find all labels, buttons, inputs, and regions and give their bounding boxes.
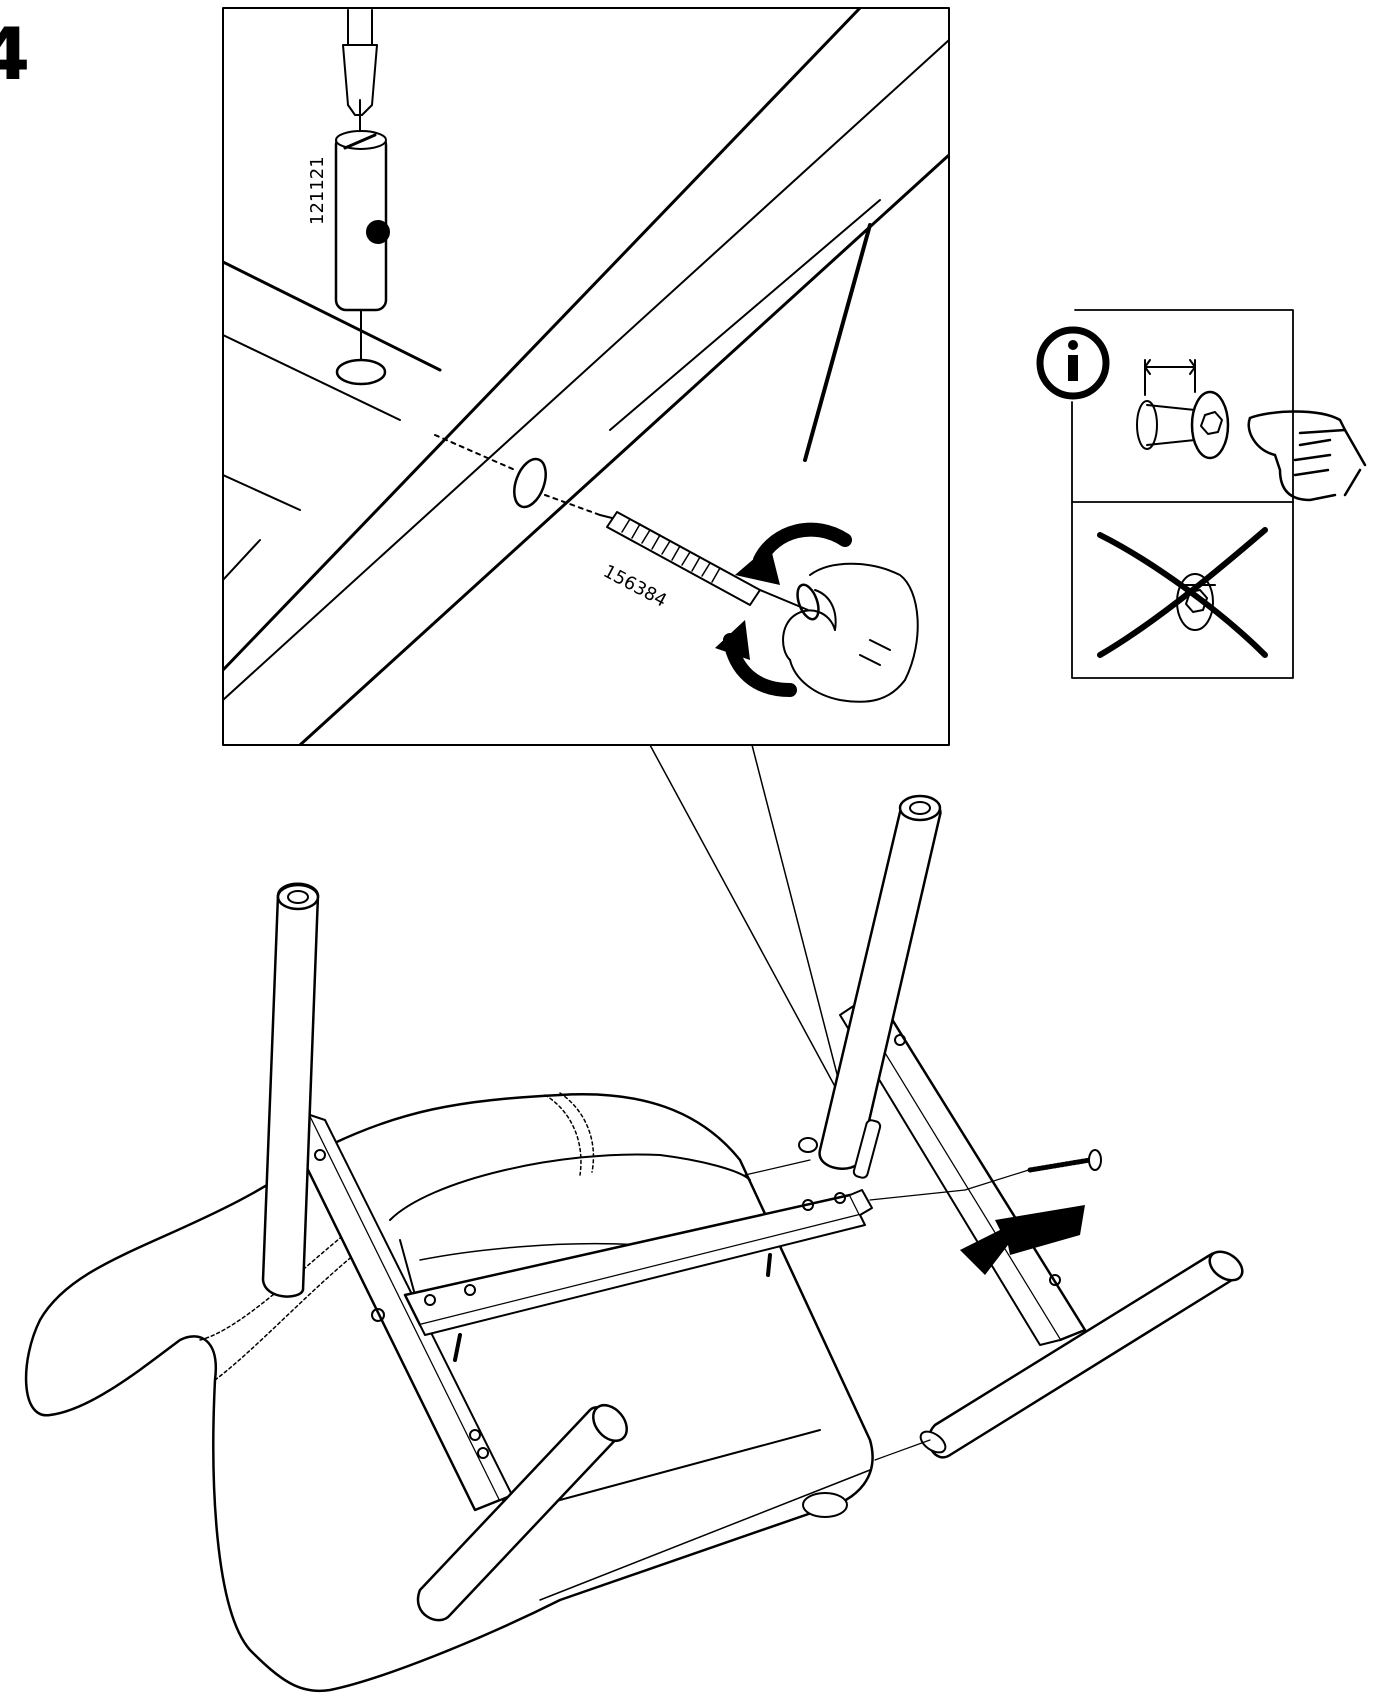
bolt-head-wrong-icon bbox=[1097, 527, 1268, 658]
bolt-part bbox=[599, 511, 820, 621]
hole-marker bbox=[513, 457, 547, 509]
frame-rail-right bbox=[853, 998, 1087, 1342]
info-icon bbox=[1036, 326, 1110, 400]
leg bbox=[818, 794, 942, 1170]
chair-illustration bbox=[24, 794, 1244, 1693]
bolt-part-number: 156384 bbox=[600, 561, 671, 612]
callout-lines bbox=[649, 744, 846, 1106]
hand-icon bbox=[782, 562, 919, 703]
bolt-head-correct-icon bbox=[1136, 359, 1230, 460]
leg bbox=[919, 1250, 1244, 1459]
detail-panel: 121121 156384 bbox=[222, 7, 950, 746]
leg bbox=[416, 1403, 628, 1622]
pointing-hand-icon bbox=[1247, 410, 1367, 502]
step-number: 4 bbox=[0, 12, 31, 96]
rotate-arrow-icon bbox=[753, 522, 852, 567]
insert-arrow-icon bbox=[960, 1205, 1085, 1275]
cam-lock-part-number: 121121 bbox=[307, 156, 328, 225]
leg bbox=[261, 882, 320, 1298]
cam-lock-part bbox=[334, 9, 390, 386]
info-box bbox=[1036, 309, 1367, 679]
